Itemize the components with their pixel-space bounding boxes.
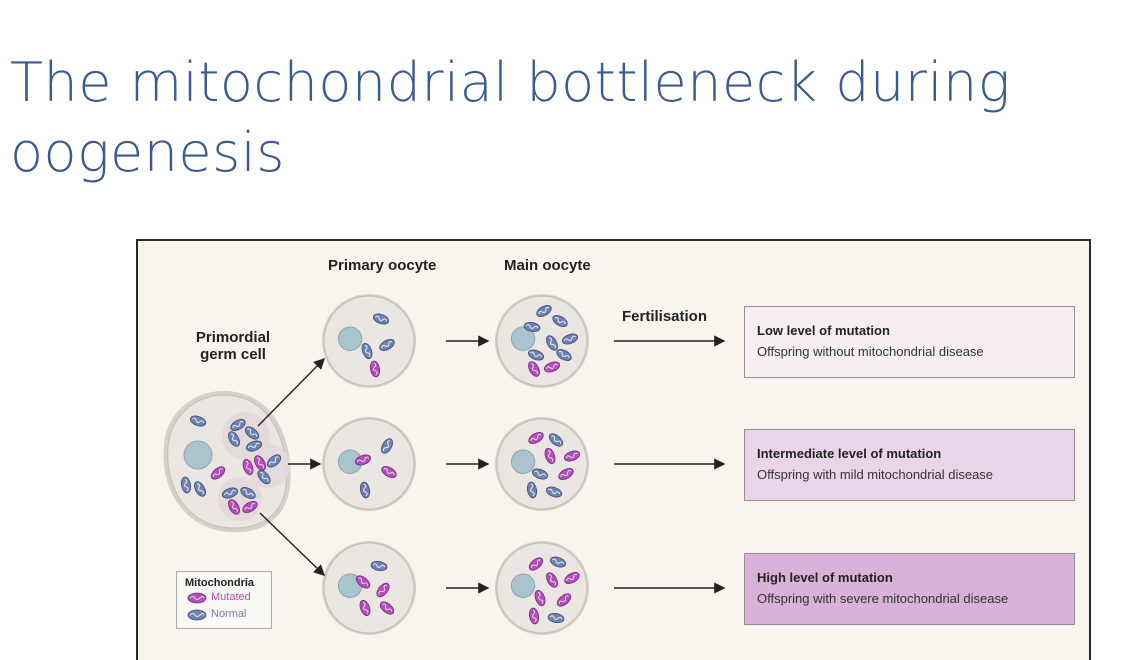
normal-mitochondrion [189,415,207,427]
nucleus [183,440,213,470]
normal-mitochondrion [547,612,565,624]
mutated-mitochondrion [528,557,544,571]
primary-oocyte-cell-low [322,294,416,388]
arrow-pgc-to-primary-high [259,512,326,576]
mutated-mitochondrion [558,468,574,480]
normal-mitochondrion [244,426,260,440]
mutated-mitochondrion [254,455,266,471]
mutated-mitochondrion [381,466,397,478]
outcome-desc-intermediate: Offspring with mild mitochondrial diseas… [757,467,994,482]
legend-row-normal: Normal [185,606,271,623]
diagram-graphics [163,294,726,635]
legend-title: Mitochondria [185,577,255,589]
normal-mitochondrion [546,335,558,351]
normal-mitochondrion [548,433,564,447]
outcome-title-high: High level of mutation [757,570,893,585]
primary-oocyte-label: Primary oocyte [328,257,437,274]
mutated-mitochondrion [379,601,395,615]
fertilisation-label: Fertilisation [622,308,708,325]
normal-mitochondrion [372,313,390,325]
outcome-title-low: Low level of mutation [757,323,890,338]
mutated-mitochondrion [528,361,540,377]
outcome-box-low: Low level of mutation Offspring without … [744,306,1075,378]
cluster [218,477,262,521]
main-oocyte-cell-low [495,294,589,388]
normal-mitochondrion [257,469,271,485]
primordial-label-line-1: Primordial [195,329,271,346]
primordial-label-line-2: germ cell [200,346,266,363]
legend-normal-label: Normal [211,608,247,620]
mutated-mitochondrion [528,432,544,444]
mutated-mitochondrion [534,589,546,607]
mutated-mitochondrion [242,458,254,476]
normal-mitochondrion [361,342,373,360]
mutated-mitochondrion [546,572,558,588]
mutated-mitochondrion-icon [187,592,207,604]
main-oocyte-cell-intermediate [495,417,589,511]
bottleneck-diagram: Primordial germ cell Primary oocyte Main… [136,239,1091,660]
legend-row-mutated: Mutated [185,589,271,606]
main-oocyte-label: Main oocyte [504,257,591,274]
mutated-mitochondrion [369,360,381,378]
normal-mitochondrion [561,333,579,345]
mutated-mitochondrion [359,599,371,617]
normal-mitochondrion [266,454,282,468]
normal-mitochondrion [549,556,567,568]
mutated-mitochondrion [210,466,226,480]
legend-mutated-label: Mutated [211,591,251,603]
main-oocyte-cell-high [495,541,589,635]
nucleus [510,449,536,474]
mutated-mitochondrion [563,450,581,462]
normal-mitochondrion [180,476,192,494]
mutated-mitochondrion [242,501,258,513]
normal-mitochondrion [526,481,538,499]
normal-mitochondrion [552,315,568,327]
nucleus [510,326,536,351]
mutated-mitochondrion [528,607,540,625]
mutated-mitochondrion [376,582,390,598]
normal-mitochondrion [536,305,552,317]
outcome-desc-high: Offspring with severe mitochondrial dise… [757,591,1009,606]
mutated-mitochondrion [355,575,371,589]
outcome-desc-low: Offspring without mitochondrial disease [757,344,984,359]
primordial-germ-cell [163,391,291,533]
normal-mitochondrion [381,438,393,454]
nucleus [337,326,363,351]
outcome-box-intermediate: Intermediate level of mutation Offspring… [744,429,1075,501]
mutated-mitochondrion [354,454,372,466]
primordial-germ-cell-label: Primordial germ cell [168,329,298,363]
outcome-title-intermediate: Intermediate level of mutation [757,446,942,461]
normal-mitochondrion [359,481,371,499]
nucleus [510,573,536,598]
normal-mitochondrion [245,440,263,452]
primary-oocyte-cell-intermediate [322,417,416,511]
normal-mitochondrion [545,486,563,498]
legend: Mitochondria Mutated Normal [176,571,272,629]
primary-oocyte-cell-high [322,541,416,635]
normal-mitochondrion-icon [187,609,207,621]
normal-mitochondrion [527,349,545,361]
slide-title-line-2: oogenesis [10,121,285,184]
normal-mitochondrion [240,487,256,499]
slide-title: The mitochondrial bottleneck during ooge… [10,48,1110,188]
normal-mitochondrion [370,560,388,572]
mutated-mitochondrion [564,572,580,584]
mutated-mitochondrion [544,447,556,465]
arrow-pgc-to-primary-low [257,358,325,427]
normal-mitochondrion [194,481,206,497]
normal-mitochondrion [523,321,541,333]
normal-mitochondrion [228,431,240,447]
mutated-mitochondrion [228,499,240,515]
normal-mitochondrion [379,339,395,351]
mutated-mitochondrion [556,593,572,607]
normal-mitochondrion [531,468,549,480]
normal-mitochondrion [230,419,246,431]
normal-mitochondrion [556,349,572,361]
normal-mitochondrion [221,487,239,499]
slide-title-line-1: The mitochondrial bottleneck during [10,51,1011,114]
mutated-mitochondrion [543,361,561,373]
outcome-box-high: High level of mutation Offspring with se… [744,553,1075,625]
